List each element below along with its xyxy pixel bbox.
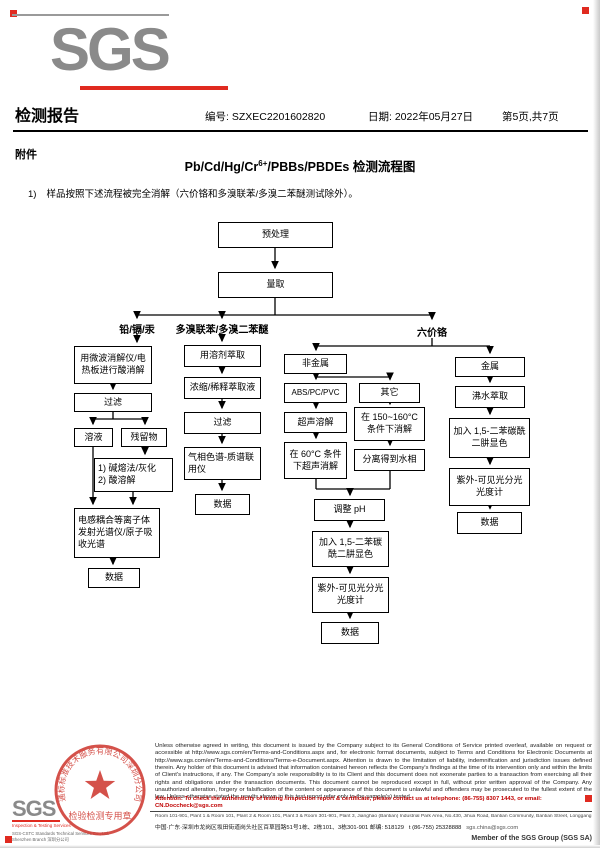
flow-node-digest-150-160: 在 150~160°C 条件下消解 [354,407,425,441]
flow-node-concentrate-dilute: 浓缩/稀释萃取液 [184,377,261,399]
note-line: 1) 样品按照下述流程被完全消解（六价铬和多溴联苯/多溴二苯醚测试除外）。 [28,186,358,200]
flow-node-gc-ms: 气相色谱-质谱联用仪 [184,447,261,480]
flow-node-solvent-extraction: 用溶剂萃取 [184,345,261,367]
attachment-label: 附件 [15,149,37,161]
small-logo-red-rule [12,820,60,822]
page-edge-bottom [0,845,600,848]
flow-node-data-1: 数据 [88,568,140,588]
inspection-seal: 通标标准技术服务有限公司深圳分公司 检验检测专用章 [54,744,146,836]
note-number: 1) [28,189,37,200]
flow-node-nonmetal: 非金属 [284,354,347,374]
logo-red-rule [80,86,228,90]
flow-node-diphenylcarbazide-2: 加入 1,5-二苯碳酰二肼显色 [449,418,530,458]
flow-node-adjust-ph: 调整 pH [314,499,385,521]
flowchart-title-suffix: /PBBs/PBDEs 检测流程图 [267,160,416,174]
flow-node-pretreatment: 预处理 [218,222,333,248]
corner-mark-top-left [10,10,17,17]
flow-node-uv-vis-1: 紫外-可见光分光光度计 [312,577,389,613]
seal-label-text: 检验检测专用章 [68,810,131,821]
address-chinese: 中国·广东·深圳市龙岗区坂田街道岗头社区百草园路51号1栋、2栋101、3栋30… [155,822,592,831]
flowchart-title: Pb/Cd/Hg/Cr6+/PBBs/PBDEs 检测流程图 [0,156,600,175]
branch-label-pbb-pbde: 多溴联苯/多溴二苯醚 [175,325,269,336]
flow-node-data-4: 数据 [457,512,522,534]
flowchart-title-prefix: Pb/Cd/Hg/Cr [184,160,259,174]
address-english: Room 101-901, Plant 1 & Room 101, Plant … [155,814,592,819]
footer-divider [150,811,592,812]
note-text: 样品按照下述流程被完全消解（六价铬和多溴联苯/多溴二苯醚测试除外）。 [46,189,358,200]
company-line-2: Shenzhen Branch 深圳分公司 [12,836,69,842]
flow-node-other: 其它 [359,383,420,403]
logo-top-rule [12,14,169,16]
attention-line: Attention: To check the authenticity of … [155,796,542,810]
flow-node-filter-1: 过滤 [74,393,152,412]
seal-star-icon [84,770,116,799]
flow-node-alkali-fusion: 1) 碱熔法/灰化 2) 酸溶解 [94,458,173,492]
address-chinese-text: 中国·广东·深圳市龙岗区坂田街道岗头社区百草园路51号1栋、2栋101、3栋30… [155,825,405,831]
flow-node-ultrasonic-dissolve: 超声溶解 [284,412,347,433]
address-english-text: Room 101-901, Plant 1 & Room 101, Plant … [155,814,592,819]
member-line: Member of the SGS Group (SGS SA) [471,835,592,842]
flow-node-uv-vis-2: 紫外-可见光分光光度计 [449,468,530,506]
flow-node-metal: 金属 [455,357,525,377]
flow-node-boiling-water-extraction: 沸水萃取 [455,386,525,408]
flow-node-measure: 量取 [218,272,333,298]
report-title: 检测报告 [15,108,80,125]
small-logo-tagline: Inspection & Testing Services [12,823,71,828]
page-edge-right [593,0,600,848]
flow-node-icp-aas: 电感耦合等离子体发射光谱仪/原子吸收光谱 [74,508,160,558]
alkali-step-2: 2) 酸溶解 [98,475,136,485]
flow-node-residue: 残留物 [121,428,167,447]
alkali-step-1: 1) 碱熔法/灰化 [98,463,157,474]
corner-mark-top-right [582,7,589,14]
report-number: 编号: SZXEC2201602820 [205,111,326,123]
flowchart-title-superscript: 6+ [258,158,268,168]
flow-node-filter-2: 过滤 [184,412,261,434]
flow-node-acid-digestion: 用微波消解仪/电热板进行酸消解 [74,346,152,384]
flow-node-data-2: 数据 [195,494,250,515]
sgs-logo-small: SGS [12,796,56,821]
flow-node-data-3: 数据 [321,622,379,644]
flow-node-solution: 溶液 [74,428,113,447]
header-divider [13,130,588,132]
flow-node-ultrasonic-60c: 在 60°C 条件下超声消解 [284,442,347,479]
branch-label-cr6: 六价铬 [417,328,447,339]
flow-node-diphenylcarbazide-1: 加入 1,5-二苯碳酰二肼显色 [312,531,389,567]
corner-mark-bottom-left [5,836,12,843]
flow-node-abs-pc-pvc: ABS/PC/PVC [284,383,347,403]
email-text: sgs.china@sgs.com [466,825,519,831]
phone-text: t (86-755) 25328888 [408,825,462,831]
sgs-logo: SGS [50,16,171,83]
page-indicator: 第5页,共7页 [502,111,559,123]
flow-node-separate-water-phase: 分离得到水相 [354,449,425,471]
corner-mark-bottom-right [585,795,592,802]
company-line-1: SGS-CSTC Standards Technical Services Co… [12,831,110,836]
company-small-lines: SGS-CSTC Standards Technical Services Co… [12,831,109,842]
report-date: 日期: 2022年05月27日 [368,111,474,123]
legal-disclaimer: Unless otherwise agreed in writing, this… [155,743,592,801]
